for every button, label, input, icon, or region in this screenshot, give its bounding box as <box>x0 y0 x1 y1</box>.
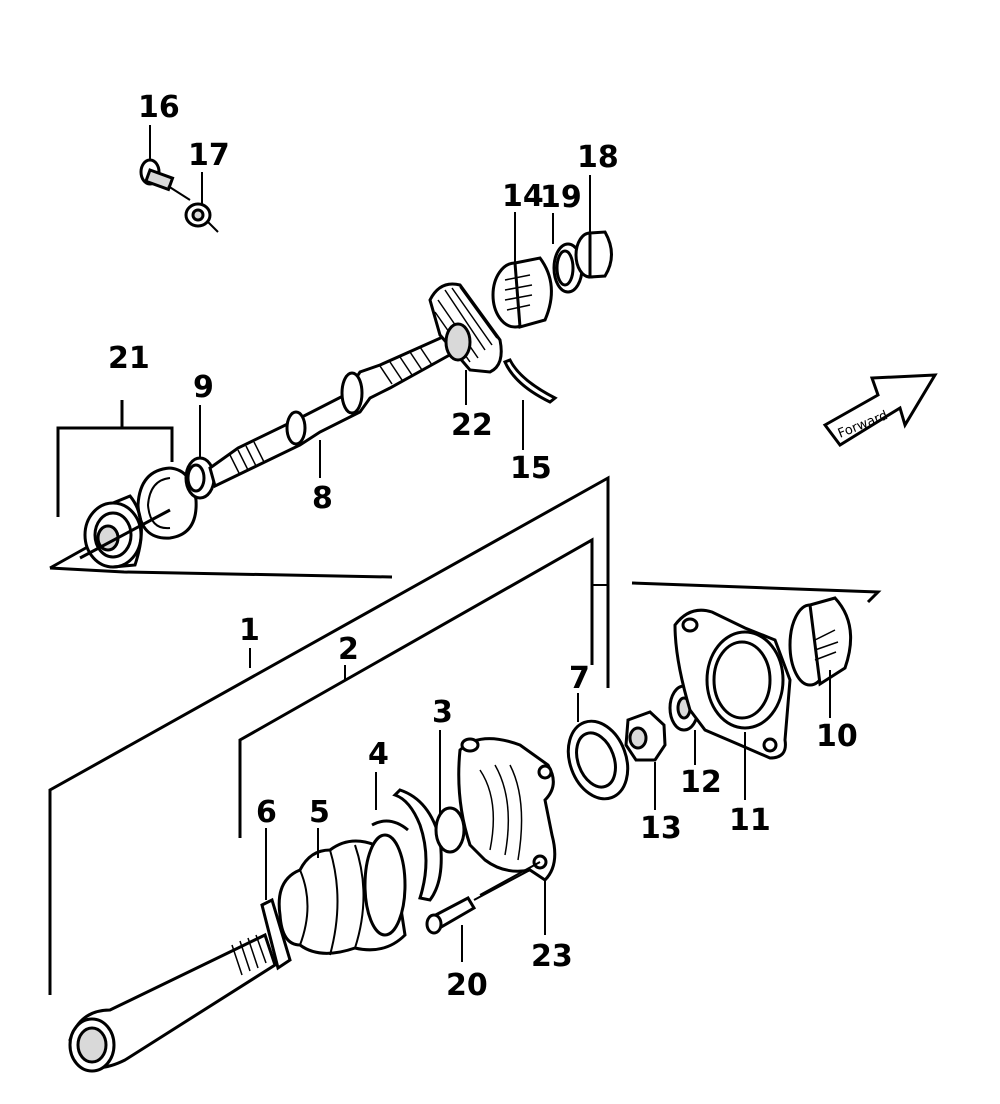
forward-arrow: Forward <box>822 373 938 447</box>
sleeve-10 <box>788 596 853 687</box>
label-19: 19 <box>540 180 582 215</box>
bearing-21 <box>83 494 143 569</box>
label-11: 11 <box>729 803 771 838</box>
label-10: 10 <box>816 719 858 754</box>
bracket-lines <box>48 400 882 995</box>
shaft-8 <box>208 334 458 489</box>
ring-9 <box>184 456 216 500</box>
axle-shaft-1 <box>68 932 277 1073</box>
shaft-centerline <box>79 508 171 560</box>
label-9: 9 <box>193 370 214 405</box>
nut-13 <box>624 710 667 762</box>
bolt-16 <box>139 158 191 201</box>
snap-ring-15 <box>503 358 558 404</box>
label-1: 1 <box>239 613 260 648</box>
collar-18 <box>574 230 613 279</box>
gear-22 <box>428 282 503 374</box>
label-15: 15 <box>510 451 552 486</box>
washer-17 <box>184 202 219 233</box>
bolt-23-lead <box>479 861 541 896</box>
boot-5 <box>277 833 407 956</box>
label-2: 2 <box>338 632 359 667</box>
label-17: 17 <box>188 138 230 173</box>
label-14: 14 <box>502 179 544 214</box>
label-23: 23 <box>531 939 573 974</box>
label-21: 21 <box>108 341 150 376</box>
label-12: 12 <box>680 765 722 800</box>
leader-lines <box>149 125 831 962</box>
label-16: 16 <box>138 90 180 125</box>
seal-7 <box>566 719 630 801</box>
bearing-14 <box>491 256 553 329</box>
label-6: 6 <box>256 795 277 830</box>
label-18: 18 <box>577 140 619 175</box>
bolt-20 <box>425 869 531 935</box>
label-4: 4 <box>368 737 389 772</box>
label-20: 20 <box>446 968 488 1003</box>
label-3: 3 <box>432 695 453 730</box>
label-22: 22 <box>451 408 493 443</box>
label-7: 7 <box>569 661 590 696</box>
clamp-4 <box>371 788 443 902</box>
label-13: 13 <box>640 811 682 846</box>
label-5: 5 <box>309 795 330 830</box>
callout-labels: 16 17 18 14 19 21 9 22 8 15 1 2 7 3 4 10… <box>108 90 858 1003</box>
cv-joint-3 <box>434 737 557 882</box>
clamp-6 <box>260 897 292 971</box>
label-8: 8 <box>312 481 333 516</box>
flange-11 <box>673 608 792 760</box>
